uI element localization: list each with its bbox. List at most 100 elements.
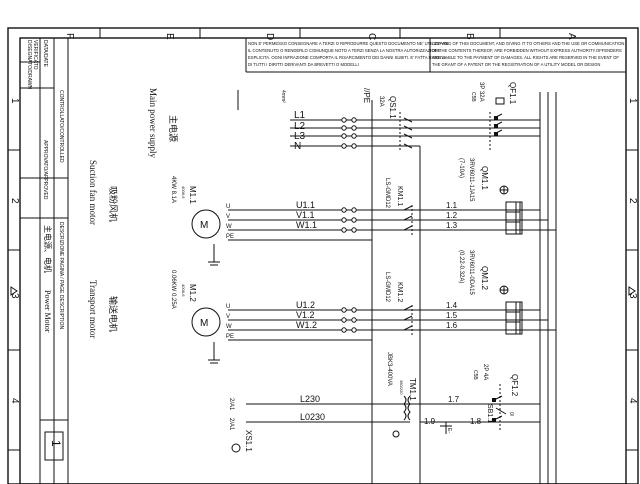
caption-transport-cn: 输送电机: [108, 296, 119, 332]
svg-text:1.6: 1.6: [446, 321, 458, 330]
column-label-e: E: [164, 33, 175, 40]
qf-main-rating: 3P 32A: [478, 82, 484, 102]
svg-text:W: W: [226, 324, 232, 330]
socket-symbol: [231, 443, 241, 453]
title-page-description: DESCRIZIONE PAGINA / PAGE DESCRIPTION: [58, 222, 64, 329]
svg-text:OF THE CONTENTS THEREOF, ARE F: OF THE CONTENTS THEREOF, ARE FORBIDDEN W…: [432, 48, 622, 53]
motor2-breaker-model: 3RV6011-0DA15: [468, 250, 474, 295]
control-n-wire: L0230: [300, 412, 325, 422]
column-label-f: F: [64, 33, 75, 39]
approval-drawn: DISEGNATO/DRAWN: [26, 40, 32, 89]
svg-text:1.4: 1.4: [446, 301, 458, 310]
motor1-letter: M: [200, 220, 208, 231]
motor1-symbol: [191, 209, 221, 239]
svg-text:W1.1: W1.1: [296, 220, 317, 230]
caption-suction-cn: 吸粉风机: [108, 186, 119, 222]
svg-text:V: V: [226, 214, 230, 220]
svg-text:NON E' PERMESSO CONSEGNARE A T: NON E' PERMESSO CONSEGNARE A TERZI O RIP…: [248, 41, 449, 46]
svg-text:ARE LIABLE TO THE PAYMENT OF D: ARE LIABLE TO THE PAYMENT OF DAMAGES. AL…: [432, 55, 619, 60]
row-label-1-right: 1: [627, 98, 638, 104]
motor2-terminal-letters: U V W PE: [226, 304, 234, 340]
svg-text:W1.2: W1.2: [296, 320, 317, 330]
svg-text:IL CONTENUTO O RENDERLO COMUNQ: IL CONTENUTO O RENDERLO COMUNQUE NOTO A …: [248, 48, 441, 53]
title-block-text: DISEGNATO/DRAWN VERIFICATO DATA/DATE CON…: [26, 40, 64, 447]
qf-main-curve: C5B: [470, 92, 476, 102]
row-label-4-left: 4: [9, 398, 20, 404]
motor1-power: 4KW 8.1A: [170, 176, 176, 203]
svg-text:U1.2: U1.2: [296, 300, 315, 310]
motor1-terminal-letters: U V W PE: [226, 204, 234, 240]
svg-text:1.5: 1.5: [446, 311, 458, 320]
motor2-breaker-qm: [499, 285, 523, 335]
motor2-breaker-label: QM1.2: [480, 266, 489, 291]
mains-terminals: [341, 117, 357, 149]
column-labels: F E D C B A: [64, 33, 577, 40]
motor1-contactor: [403, 205, 413, 236]
motor2-terminals: [341, 307, 357, 333]
motor1-breaker-range: (7-10A): [458, 158, 464, 178]
row-label-2-left: 2: [9, 198, 20, 204]
svg-text:COPYING OF THIS DOCUMENT, AND: COPYING OF THIS DOCUMENT, AND GIVING IT …: [432, 41, 624, 46]
caption-suction-en: Suction fan motor: [88, 160, 98, 225]
motor2-branch: [191, 307, 556, 341]
motor1-branch: [191, 209, 556, 241]
motor1-wire-labels: U1.1 V1.1 W1.1: [296, 200, 317, 230]
motor2-model: 4008-6: [181, 284, 186, 297]
title-approved: APPROVATO/APPROVED: [42, 140, 48, 200]
motor2-pe-ground: [208, 342, 220, 364]
title-controlled: CONTROLLATO/CONTROLLED: [58, 90, 64, 163]
column-label-d: D: [264, 33, 275, 40]
svg-text:DI TUTTI I DIRITTI DERIVANTI D: DI TUTTI I DIRITTI DERIVANTI DA BREVETTI…: [248, 62, 359, 67]
qf-main-marks: [494, 116, 498, 136]
control-terminal-2: 2/A1: [228, 418, 234, 431]
motor1-node-labels: 1.1 1.2 1.3: [446, 201, 458, 230]
drawing-frame: [7, 27, 639, 484]
svg-text:1.3: 1.3: [446, 221, 458, 230]
row-label-2-right: 2: [627, 198, 638, 204]
transformer-model: JBK3-400VA: [386, 352, 392, 386]
svg-text:N: N: [294, 141, 301, 152]
svg-text:W: W: [226, 224, 232, 230]
motor2-letter: M: [200, 318, 208, 329]
svg-text:PE: PE: [226, 234, 234, 240]
qf-main-label: QF1.1: [508, 82, 517, 105]
title-block: [20, 38, 69, 484]
column-label-c: C: [366, 33, 377, 40]
qf-control-curve: C5B: [472, 370, 478, 380]
approval-date: DATA/DATE: [42, 40, 48, 68]
pe-label: //PE: [362, 88, 371, 103]
svg-text:U: U: [226, 204, 230, 210]
row-label-1-left: 1: [9, 98, 20, 104]
svg-text:V: V: [226, 314, 230, 320]
motor2-breaker-range: (0.22-0.32A): [458, 250, 464, 283]
centering-mark-left: [10, 286, 18, 296]
motor1-contactor-label: KM1.1: [396, 186, 403, 206]
control-circuit: [246, 380, 540, 438]
notice-english: COPYING OF THIS DOCUMENT, AND GIVING IT …: [432, 41, 624, 67]
title-page-desc-en: Power Motor: [43, 290, 52, 333]
motor2-node-labels: 1.4 1.5 1.6: [446, 301, 458, 330]
motor1-model: 4008-6: [181, 186, 186, 199]
title-page-desc-cn: 主电源、电机: [43, 225, 53, 273]
mains-line-labels: L1 L2 L3 N: [294, 110, 306, 121]
svg-text:U: U: [226, 304, 230, 310]
control-marks: [492, 398, 496, 422]
mains-line-labels-visible: L2 L3 N: [294, 121, 306, 152]
motor1-contactor-model: LS-GMD12: [384, 178, 390, 209]
control-node-17: 1.7: [448, 395, 460, 404]
motor1-terminals: [341, 207, 357, 233]
svg-text:L2: L2: [294, 121, 306, 132]
motor1-breaker-qm: [499, 185, 523, 235]
svg-text:PE: PE: [226, 334, 234, 340]
transformer-label: TM1.1: [408, 378, 417, 401]
control-node-19: 1.9: [424, 417, 436, 426]
control-l-wire: L230: [300, 394, 320, 404]
qs-label: QS1.1: [388, 96, 397, 119]
caption-transport-en: Transport motor: [88, 280, 98, 338]
section-captions: 主电源 Main power supply 吸粉风机 Suction fan m…: [88, 88, 179, 338]
control-terminal-1: 2/A1: [228, 398, 234, 411]
row-label-4-right: 4: [627, 398, 638, 404]
socket-label: XS1.1: [244, 430, 253, 452]
svg-text:V1.2: V1.2: [296, 310, 315, 320]
svg-text:1.2: 1.2: [446, 211, 458, 220]
